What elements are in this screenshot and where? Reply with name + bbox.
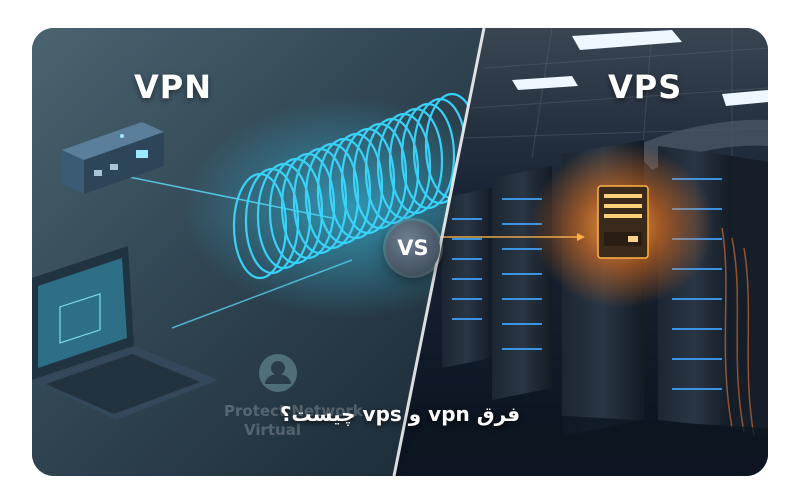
router-icon [62, 122, 164, 194]
image-caption: فرق vpn و vps چیست؟ [279, 402, 521, 426]
cyan-coil-icon [232, 92, 480, 280]
vpn-label: VPN [134, 68, 212, 106]
glowing-server-icon [597, 185, 649, 259]
hero-image-card: VPN VPS VS Protect Network Virtual فرق v… [32, 28, 768, 476]
user-avatar-icon [259, 354, 297, 392]
laptop-icon [32, 246, 218, 420]
scene-illustration [32, 28, 768, 476]
vps-label: VPS [608, 68, 683, 106]
vps-side [394, 28, 768, 476]
faded-overlay-line1: Protect Network [224, 402, 363, 420]
faded-overlay-line2: Virtual [244, 421, 301, 439]
ceiling-light-icon [512, 30, 768, 106]
vs-badge: VS [386, 221, 440, 275]
